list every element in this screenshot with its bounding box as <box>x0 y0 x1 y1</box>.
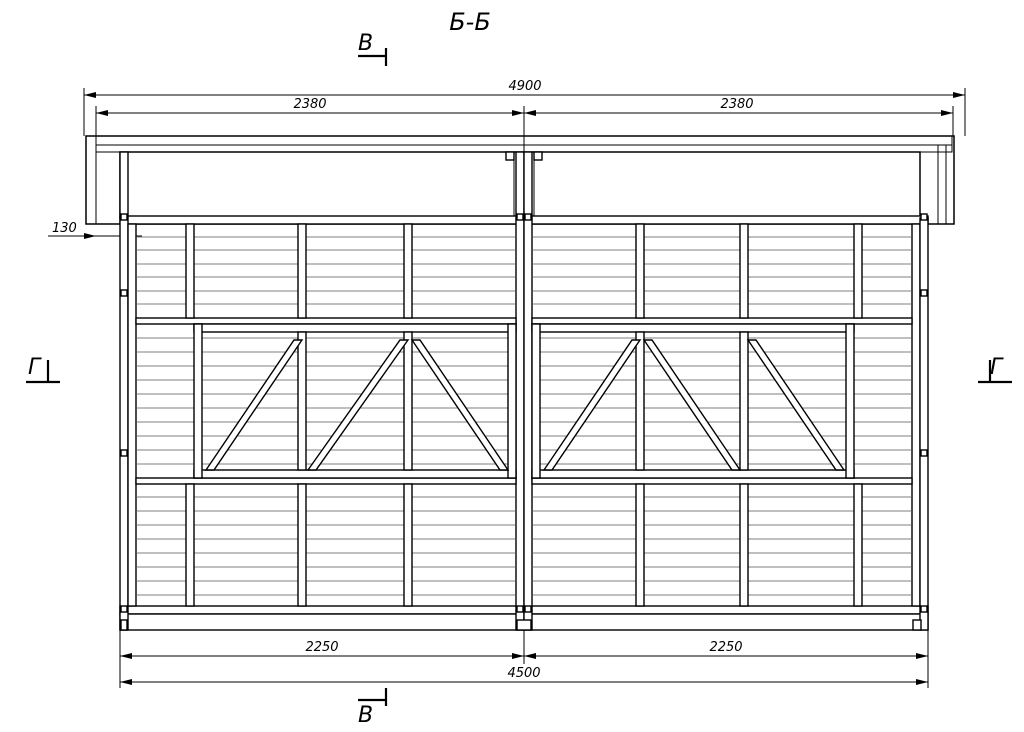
section-mark-left-label: Г <box>28 355 42 380</box>
section-mark-right: Г <box>978 355 1012 384</box>
dimension-overall-top: 4900 <box>83 79 966 136</box>
braced-panel-right <box>531 323 855 479</box>
dimension-top-left: 2380 <box>95 97 525 152</box>
dimension-bottom-right: 2250 <box>524 630 929 688</box>
connector-plates <box>120 213 928 631</box>
dimension-bottom-right-label: 2250 <box>709 640 742 655</box>
dimension-bottom-left: 2250 <box>119 630 525 688</box>
section-mark-top-label: В <box>358 31 373 56</box>
wall-frame <box>119 151 929 631</box>
section-title: Б-Б <box>449 8 491 36</box>
dimension-overhang-label: 130 <box>52 221 77 236</box>
dimension-top-right: 2380 <box>524 97 954 136</box>
section-mark-right-label: Г <box>990 355 1004 380</box>
dimension-top-left-label: 2380 <box>293 97 326 112</box>
dimension-bottom-left-label: 2250 <box>305 640 338 655</box>
braced-panel-left <box>193 323 517 479</box>
dimension-top-right-label: 2380 <box>720 97 753 112</box>
section-mark-top: В <box>358 31 388 66</box>
vertical-studs <box>185 223 863 607</box>
dimension-overall-top-label: 4900 <box>508 79 541 94</box>
dimension-overall-bottom-label: 4500 <box>507 666 540 681</box>
section-mark-left: Г <box>26 355 60 384</box>
section-mark-bottom: В <box>358 688 388 728</box>
section-mark-bottom-label: В <box>358 703 373 728</box>
dimension-overall-bottom: 4500 <box>120 666 928 685</box>
